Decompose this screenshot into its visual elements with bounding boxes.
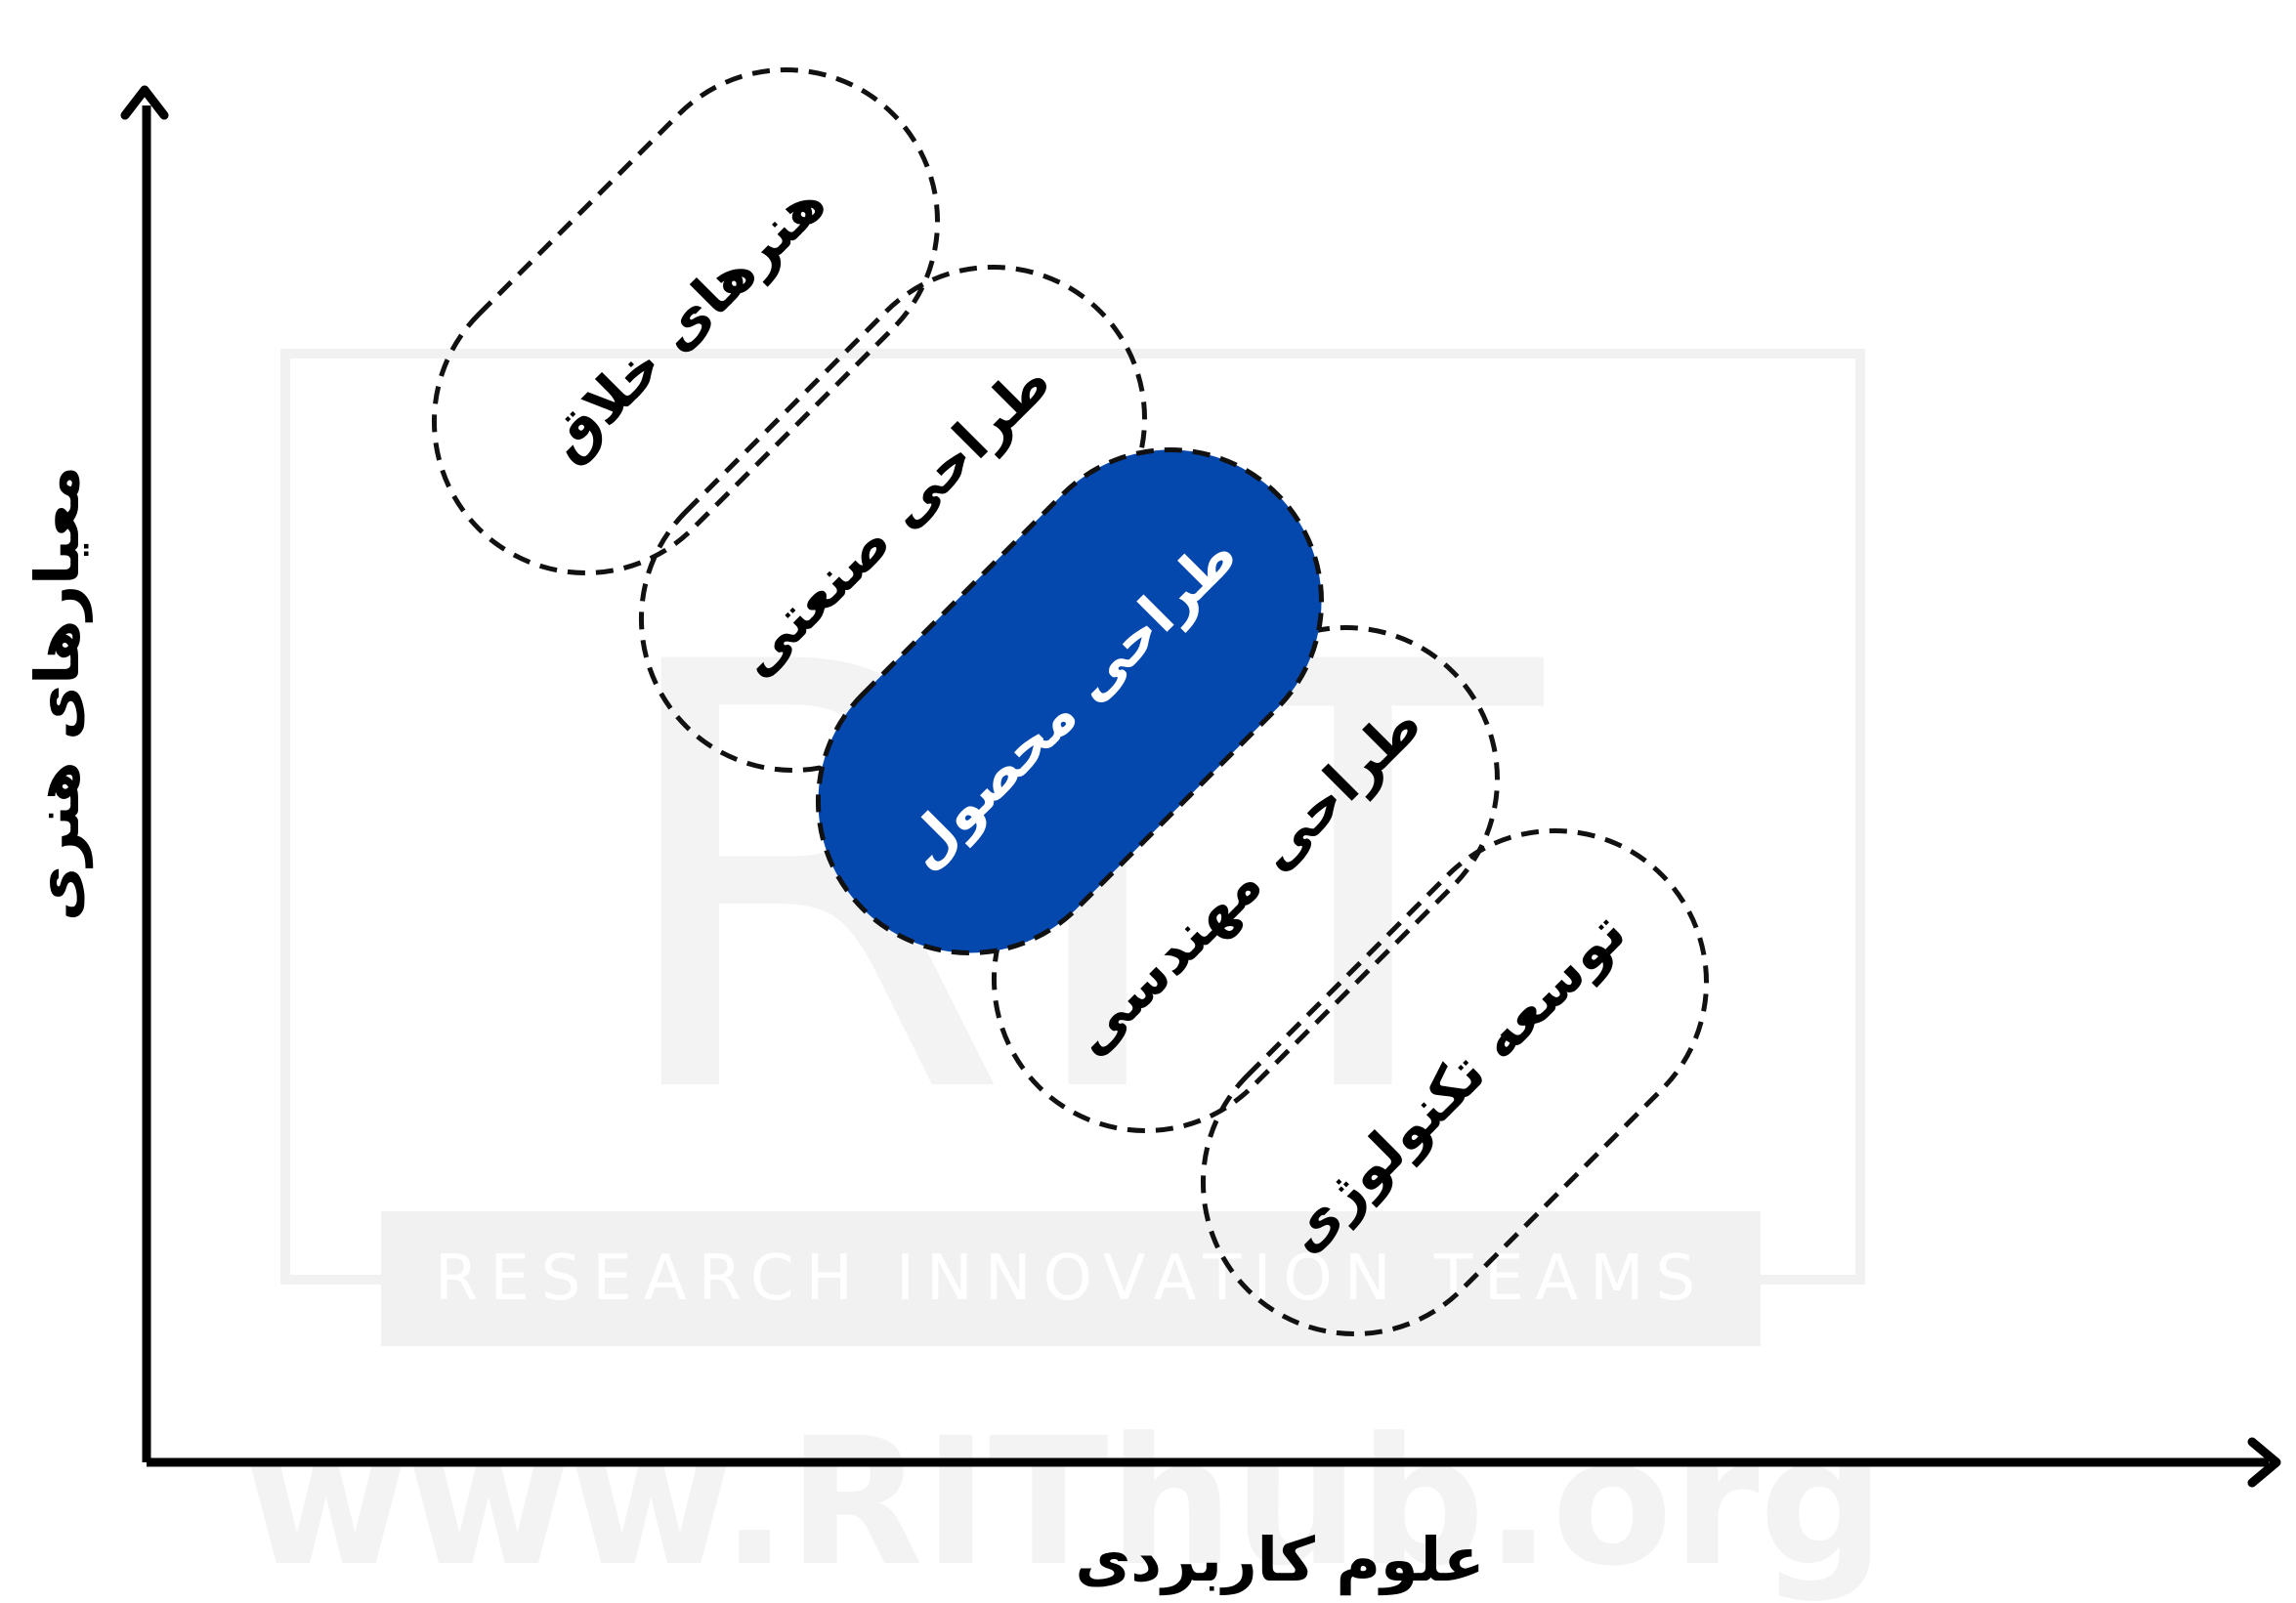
watermark-banner-bg [381,1211,1761,1346]
pill-outline [638,264,1148,774]
y-axis-label: معیارهای هنری [21,466,93,921]
x-axis-label: علوم کاربردی [1075,1524,1484,1596]
watermark: RIT RESEARCH INNOVATION TEAMS www.RIThub… [245,349,1886,1603]
pill-outline [1200,827,1710,1337]
axes [120,85,2281,1488]
watermark-url: www.RIThub.org [245,1401,1886,1603]
watermark-banner-text: RESEARCH INNOVATION TEAMS [435,1243,1707,1315]
x-axis-arrowhead [2247,1437,2281,1488]
y-axis-arrowhead [120,85,169,120]
pill-fill [815,446,1325,956]
